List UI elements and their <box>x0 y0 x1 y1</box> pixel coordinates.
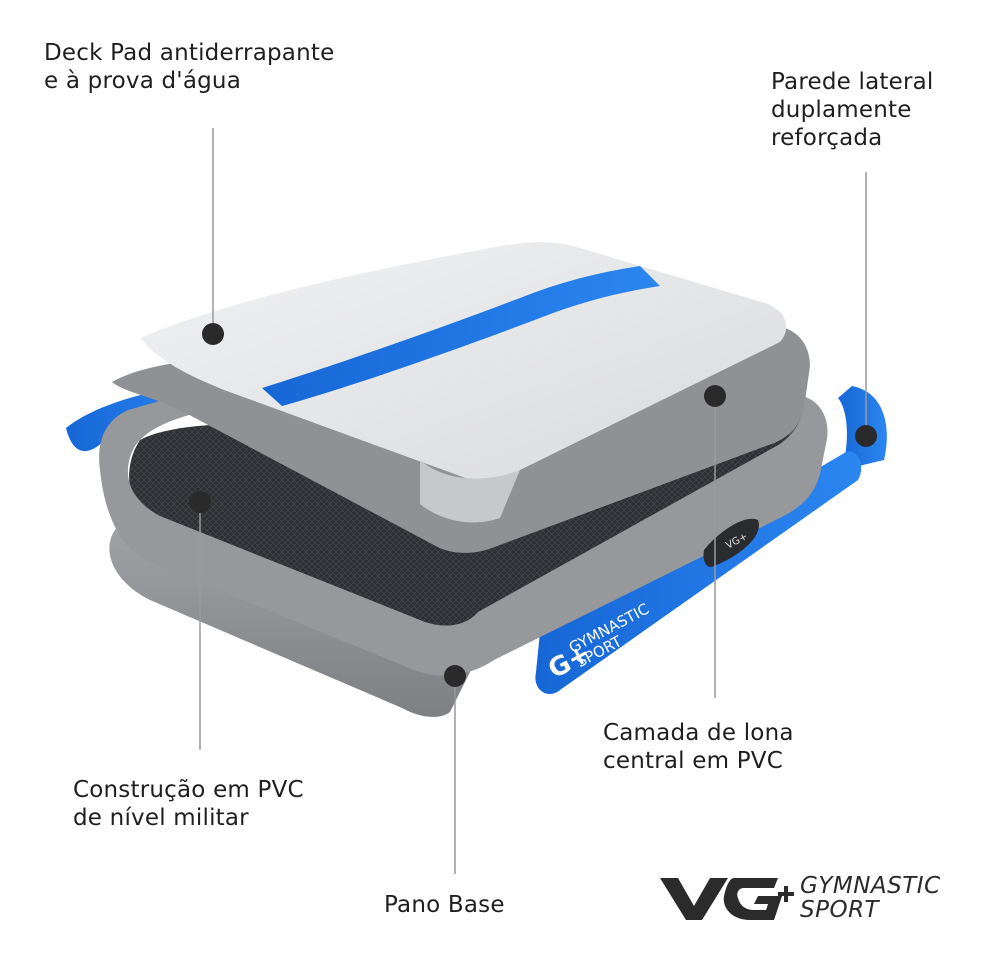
callout-camada-line1: Camada de lona <box>603 719 794 747</box>
callout-construcao-line2: de nível militar <box>73 804 304 832</box>
callout-pano-base: Pano Base <box>384 891 505 919</box>
callout-deck-pad-line2: e à prova d'água <box>44 67 334 95</box>
callout-pano-line1: Pano Base <box>384 891 505 919</box>
marker-dot-parede <box>855 425 877 447</box>
callout-camada-line2: central em PVC <box>603 747 794 775</box>
callout-parede-line3: reforçada <box>771 124 934 152</box>
marker-dot-pano <box>444 665 466 687</box>
marker-dot-construcao <box>189 491 211 513</box>
callout-construcao-pvc: Construção em PVC de nível militar <box>73 776 304 832</box>
brand-line1: GYMNASTIC <box>800 874 941 898</box>
brand-logo: GYMNASTIC SPORT <box>658 868 968 928</box>
callout-parede-lateral: Parede lateral duplamente reforçada <box>771 68 934 152</box>
callout-parede-line1: Parede lateral <box>771 68 934 96</box>
callout-deck-pad: Deck Pad antiderrapante e à prova d'água <box>44 39 334 95</box>
marker-dot-deck <box>202 323 224 345</box>
marker-dot-camada <box>704 385 726 407</box>
callout-deck-pad-line1: Deck Pad antiderrapante <box>44 39 334 67</box>
callout-camada-lona: Camada de lona central em PVC <box>603 719 794 775</box>
callout-construcao-line1: Construção em PVC <box>73 776 304 804</box>
callout-parede-line2: duplamente <box>771 96 934 124</box>
brand-line2: SPORT <box>800 898 879 922</box>
vg-plus-logo-icon <box>658 868 798 928</box>
